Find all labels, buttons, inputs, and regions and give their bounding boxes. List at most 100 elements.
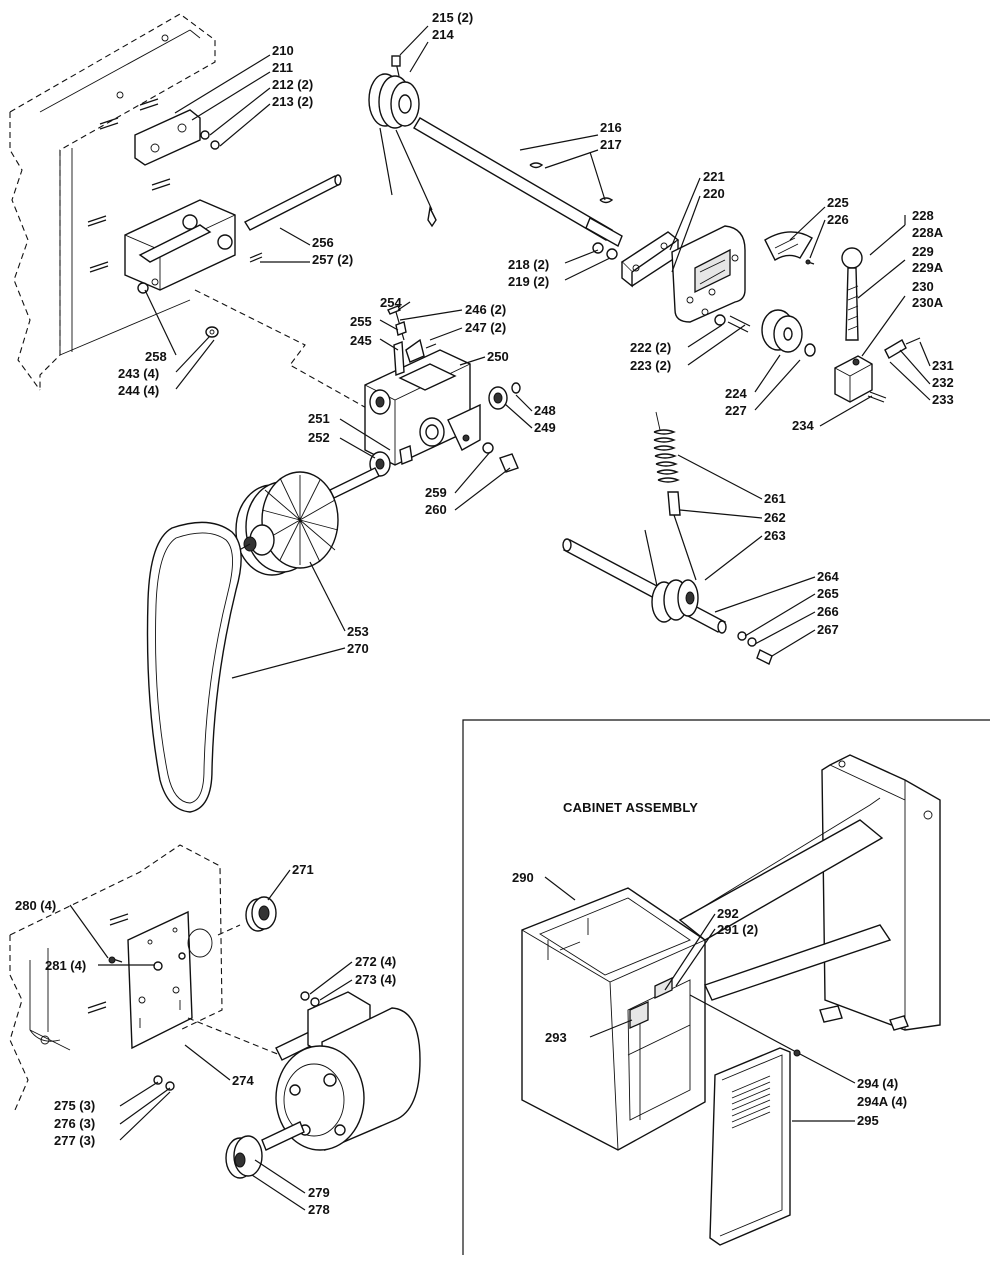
idler-shaft-264 [562,529,773,665]
callout-225: 225 [827,195,849,210]
callout-261: 261 [764,491,786,506]
callout-230a: 230A [912,295,944,310]
callout-245: 245 [350,333,372,348]
screw-259 [482,442,519,473]
spring-261 [653,411,697,581]
callout-254: 254 [380,295,402,310]
wall-studs [87,98,171,273]
callout-264: 264 [817,569,839,584]
callout-267: 267 [817,622,839,637]
callout-252: 252 [308,430,330,445]
callout-248: 248 [534,403,556,418]
callout-247: 247 (2) [465,320,506,335]
callout-210: 210 [272,43,294,58]
callout-292: 292 [717,906,739,921]
callout-294a: 294A (4) [857,1094,907,1109]
motor [225,991,421,1179]
shaft-216 [413,117,623,248]
callout-211: 211 [272,60,293,75]
cabinet-leg-stand [678,754,941,1031]
leader-lines [69,25,931,1211]
bracket-258 [124,174,342,294]
carriage-250 [364,349,481,466]
cabinet-door-295 [709,1047,791,1246]
callout-227: 227 [725,403,747,418]
callout-271: 271 [292,862,314,877]
callout-257: 257 (2) [312,252,353,267]
callout-229: 229 [912,244,934,259]
callout-232: 232 [932,375,954,390]
callout-260: 260 [425,502,447,517]
half-collar-225 [764,231,815,265]
callout-280: 280 (4) [15,898,56,913]
callout-278: 278 [308,1202,330,1217]
callout-224: 224 [725,386,747,401]
callout-229a: 229A [912,260,944,275]
callout-219: 219 (2) [508,274,549,289]
callout-277: 277 (3) [54,1133,95,1148]
top-pulley-214 [368,55,437,228]
belt-270 [146,521,242,813]
callout-231: 231 [932,358,954,373]
nuts-272-273 [300,991,320,1007]
callout-274: 274 [232,1073,254,1088]
callout-281: 281 (4) [45,958,86,973]
callout-253: 253 [347,624,369,639]
carriage-bolts [387,305,437,376]
callout-labels: CABINET ASSEMBLY 215 (2) 214 210 211 212… [15,10,954,1217]
callout-258: 258 [145,349,167,364]
cabinet-inset-frame [462,719,990,1255]
leader-dash-1 [194,289,371,411]
knob-228 [841,247,863,341]
upper-frame-wall [9,13,216,391]
callout-230: 230 [912,279,934,294]
callout-250: 250 [487,349,509,364]
callout-214: 214 [432,27,454,42]
callout-263: 263 [764,528,786,543]
callout-215: 215 (2) [432,10,473,25]
callout-216: 216 [600,120,622,135]
callout-295: 295 [857,1113,879,1128]
callout-293: 293 [545,1030,567,1045]
callout-266: 266 [817,604,839,619]
callout-228a: 228A [912,225,944,240]
callout-212: 212 (2) [272,77,313,92]
callout-259: 259 [425,485,447,500]
callout-270: 270 [347,641,369,656]
callout-249: 249 [534,420,556,435]
callout-275: 275 (3) [54,1098,95,1113]
callout-226: 226 [827,212,849,227]
plate-221 [620,231,680,288]
leader-dash-3 [217,924,241,936]
housing-220 [671,225,751,333]
callout-234: 234 [792,418,814,433]
bearing-271 [187,896,277,958]
callout-213: 213 (2) [272,94,313,109]
washers-275-277 [153,1075,175,1091]
callout-228: 228 [912,208,934,223]
drive-pulley-253 [149,467,380,601]
callout-223: 223 (2) [630,358,671,373]
bearing-249 [488,382,521,410]
callout-272: 272 (4) [355,954,396,969]
cabinet-body-290 [521,887,706,1151]
callout-244: 244 (4) [118,383,159,398]
callout-218: 218 (2) [508,257,549,272]
callout-222: 222 (2) [630,340,671,355]
callout-233: 233 [932,392,954,407]
callout-217: 217 [600,137,622,152]
callout-265: 265 [817,586,839,601]
callout-246: 246 (2) [465,302,506,317]
handwheel-224 [761,309,816,357]
callout-221: 221 [703,169,725,184]
motor-plate-274 [108,910,193,1050]
washers-243-244 [205,326,219,338]
callout-255: 255 [350,314,372,329]
callout-290: 290 [512,870,534,885]
callout-294: 294 (4) [857,1076,898,1091]
callout-243: 243 (4) [118,366,159,381]
callout-273: 273 (4) [355,972,396,987]
lower-frame-wall [9,844,223,1111]
